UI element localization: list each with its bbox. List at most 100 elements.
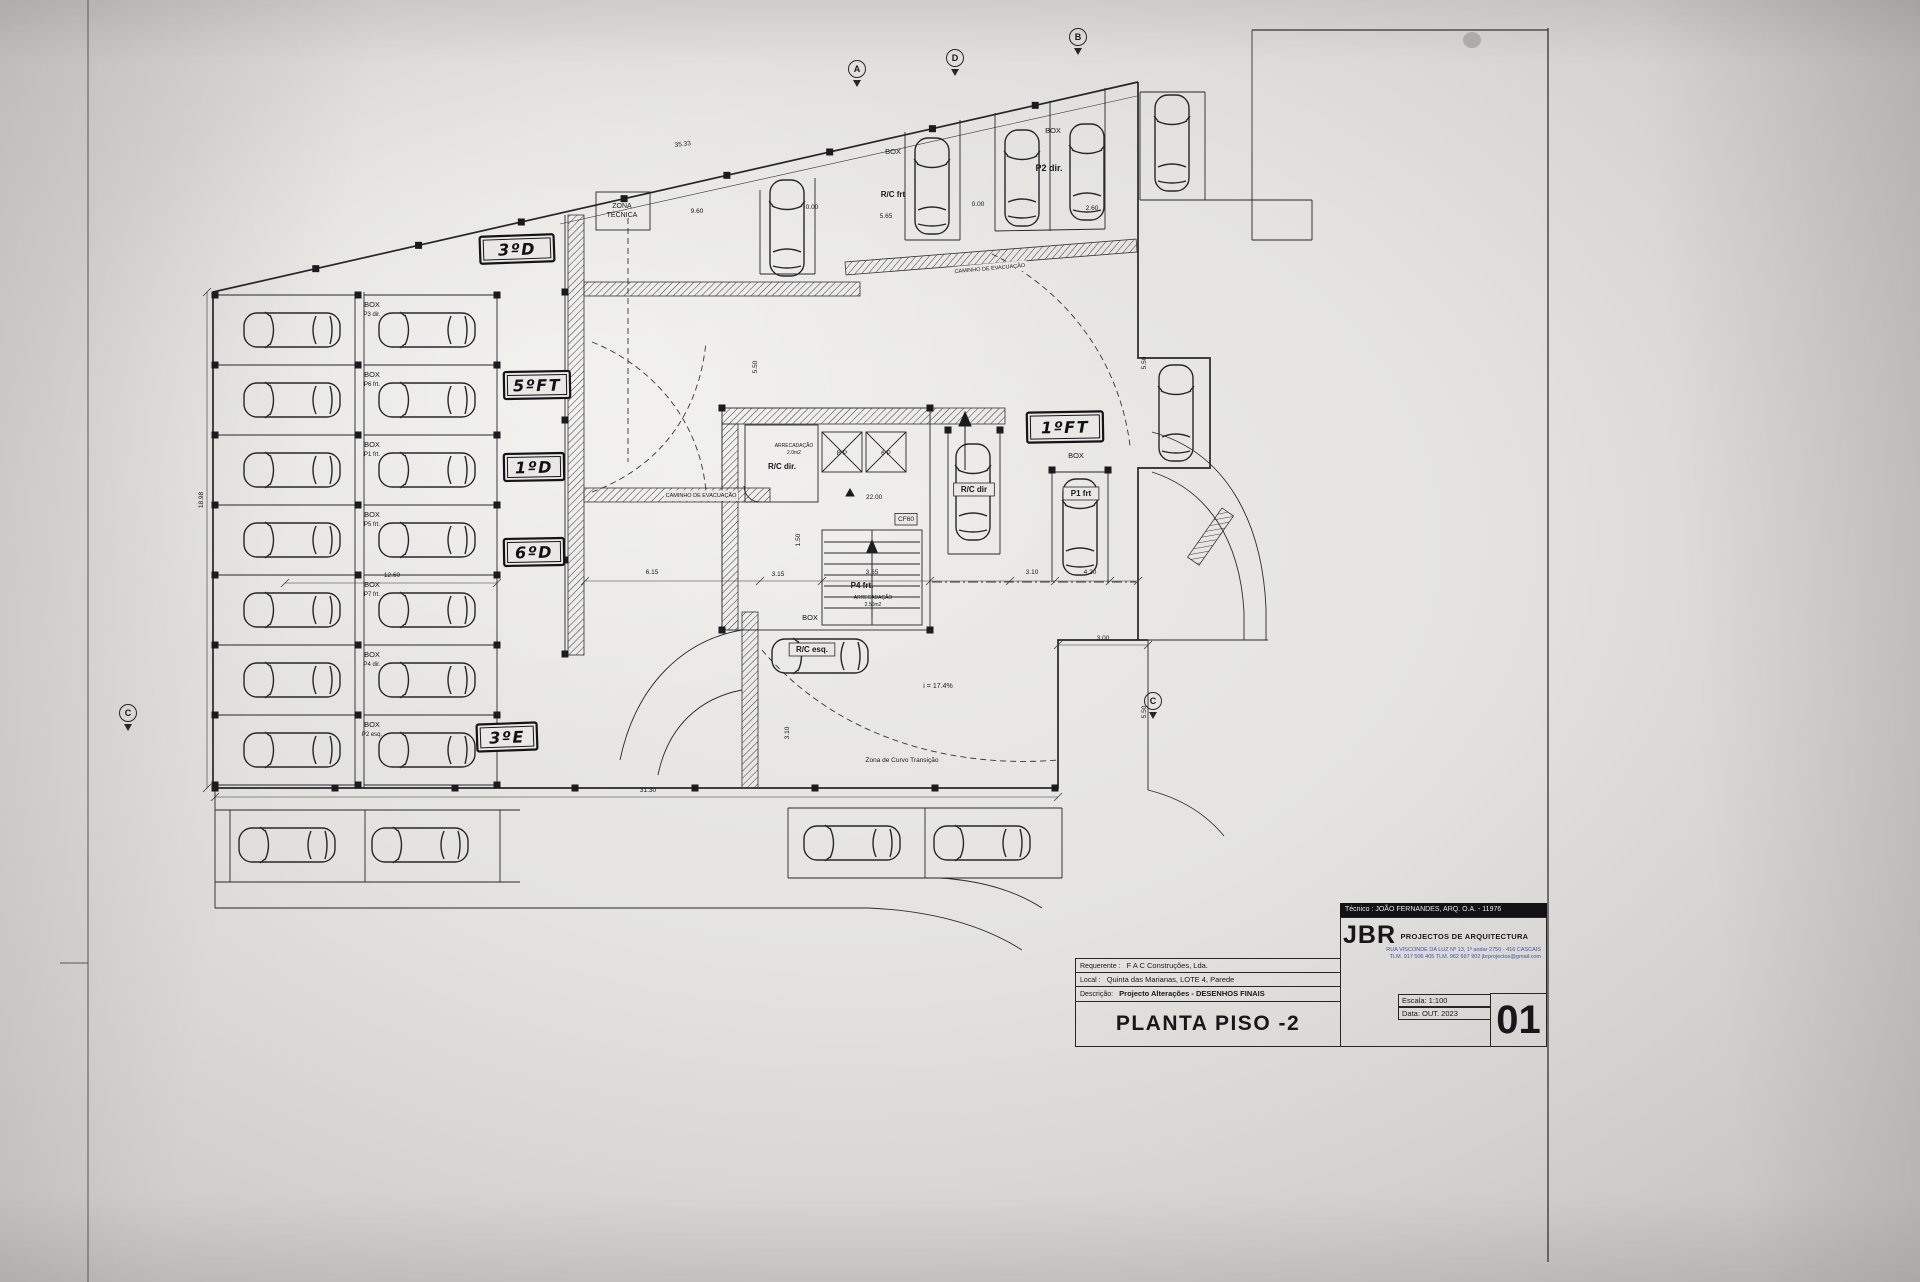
car-2	[243, 381, 341, 419]
plan-label-bg	[894, 513, 918, 526]
plan-label: 2.0m2	[787, 450, 801, 456]
plan-label: P7 frt.	[364, 592, 380, 598]
svg-text:5ºFT: 5ºFT	[513, 376, 561, 396]
svg-text:6ºD: 6ºD	[515, 543, 553, 563]
requerente-label: Requerente :	[1080, 963, 1121, 970]
section-marker-B: B	[1069, 28, 1087, 55]
car-17	[1003, 129, 1041, 227]
local-row: Local : Quinta das Marianas, LOTE 4, Par…	[1075, 972, 1341, 987]
firm-address: RUA VISCONDE DA LUZ Nº 13, 1º andar 2750…	[1386, 947, 1541, 953]
plan-label: R/C frt	[881, 190, 906, 199]
plan-label: 2.50m2	[865, 602, 882, 608]
plan-label: BOX	[364, 650, 380, 659]
handwritten-label-3ºD: 3ºD	[478, 233, 556, 265]
car-6	[243, 661, 341, 699]
plan-label: BOX	[885, 147, 901, 156]
plan-label: BOX	[1045, 126, 1061, 135]
car-11	[378, 521, 476, 559]
plan-label: i = 17.4%	[923, 683, 952, 690]
car-13	[378, 661, 476, 699]
car-5	[243, 591, 341, 629]
local-label: Local :	[1080, 977, 1101, 984]
handwritten-label-3ºE: 3ºE	[475, 721, 539, 753]
plan-label-bg	[953, 482, 995, 497]
plan-label: ZONA	[612, 203, 632, 210]
car-25	[371, 826, 469, 864]
car-7	[243, 731, 341, 769]
dimension-lines	[206, 95, 1148, 798]
plan-label: BOX	[364, 300, 380, 309]
plan-label: R/C esq.	[796, 645, 828, 654]
svg-text:1ºD: 1ºD	[515, 458, 553, 478]
plan-label: BOX	[802, 613, 818, 622]
svg-text:A: A	[854, 64, 861, 74]
dimension-label: 5.50	[1141, 356, 1148, 369]
descricao-label: Descrição:	[1080, 991, 1114, 998]
dimension-label: 5.50	[1141, 705, 1148, 718]
plan-label: B P	[837, 450, 847, 457]
svg-text:B: B	[1075, 32, 1082, 42]
plan-label-bg	[1062, 486, 1100, 501]
dimension-label: 3.10	[1026, 569, 1039, 576]
local-value: Quinta das Marianas, LOTE 4, Parede	[1106, 975, 1235, 984]
dimension-label: 2.60	[1086, 205, 1099, 212]
firm-initials: JBR	[1343, 921, 1397, 949]
sheet-number: 01	[1490, 993, 1547, 1047]
plan-label-bg	[952, 260, 1028, 278]
dimension-label: 3.10	[784, 726, 791, 739]
road-curves	[619, 431, 1267, 951]
car-14	[378, 731, 476, 769]
dimension-label: 0.00	[806, 204, 819, 211]
sheet-frame	[60, 0, 1549, 1282]
plan-label: P4 dir.	[363, 662, 380, 668]
plan-label: BOX	[364, 510, 380, 519]
car-15	[768, 179, 806, 277]
level-marker	[845, 487, 855, 497]
hatched-ramps	[567, 214, 1235, 789]
title-block: Técnico : JOÃO FERNANDES, ARQ. O.A. - 11…	[1075, 901, 1548, 1047]
svg-text:3ºD: 3ºD	[498, 239, 537, 259]
svg-text:C: C	[125, 708, 132, 718]
handwritten-label-1ºFT: 1ºFT	[1025, 410, 1105, 444]
drive-paths	[591, 218, 1136, 762]
interior-walls	[354, 191, 931, 788]
structural-columns	[211, 101, 1112, 792]
stall-lines	[202, 88, 1313, 909]
dimension-label: 35.33	[674, 140, 691, 149]
firm-name: PROJECTOS DE ARQUITECTURA	[1400, 932, 1529, 942]
plan-label: P5 frt.	[364, 522, 380, 528]
svg-text:3ºE: 3ºE	[489, 727, 525, 747]
dimension-label: 3.15	[772, 571, 785, 578]
descricao-row: Descrição: Projecto Alterações - DESENHO…	[1075, 986, 1341, 1002]
car-20	[1157, 364, 1195, 462]
dimension-label: 4.20	[1084, 569, 1097, 576]
tecnico-bar: Técnico : JOÃO FERNANDES, ARQ. O.A. - 11…	[1340, 903, 1547, 917]
requerente-value: F A C Construções, Lda.	[1126, 961, 1208, 970]
dimension-label: 5.65	[880, 213, 893, 220]
plan-label: CF60	[898, 516, 914, 523]
plan-label: BOX	[364, 440, 380, 449]
car-12	[378, 591, 476, 629]
plan-label: Zona de Curvo Transição	[866, 757, 939, 764]
plan-label: P4 frt.	[851, 581, 874, 590]
section-marker-C: C	[119, 704, 137, 731]
descricao-value: Projecto Alterações - DESENHOS FINAIS	[1119, 989, 1265, 998]
dimension-label: 18.98	[198, 491, 205, 508]
dimension-label: 31.30	[640, 787, 657, 794]
hole-punch	[1463, 32, 1481, 48]
section-marker-A: A	[848, 60, 866, 87]
plan-label: P2 dir.	[1035, 163, 1062, 173]
car-10	[378, 451, 476, 489]
plan-label: 6 P	[881, 450, 891, 457]
plan-label: TÉCNICA	[607, 210, 638, 219]
firm-contact: TLM. 917 506 405 TLM. 962 697 902 jbrpro…	[1389, 954, 1541, 960]
firm-identity: JBR PROJECTOS DE ARQUITECTURA RUA VISCON…	[1343, 923, 1545, 961]
handwritten-label-1ºD: 1ºD	[502, 451, 566, 483]
plan-label: P6 frt.	[364, 382, 380, 388]
zona-tecnica-room	[595, 191, 651, 231]
plan-label: P3 dir.	[363, 312, 380, 318]
dimension-label: 9.60	[691, 208, 704, 215]
data-cell: Data: OUT. 2023	[1398, 1007, 1491, 1020]
